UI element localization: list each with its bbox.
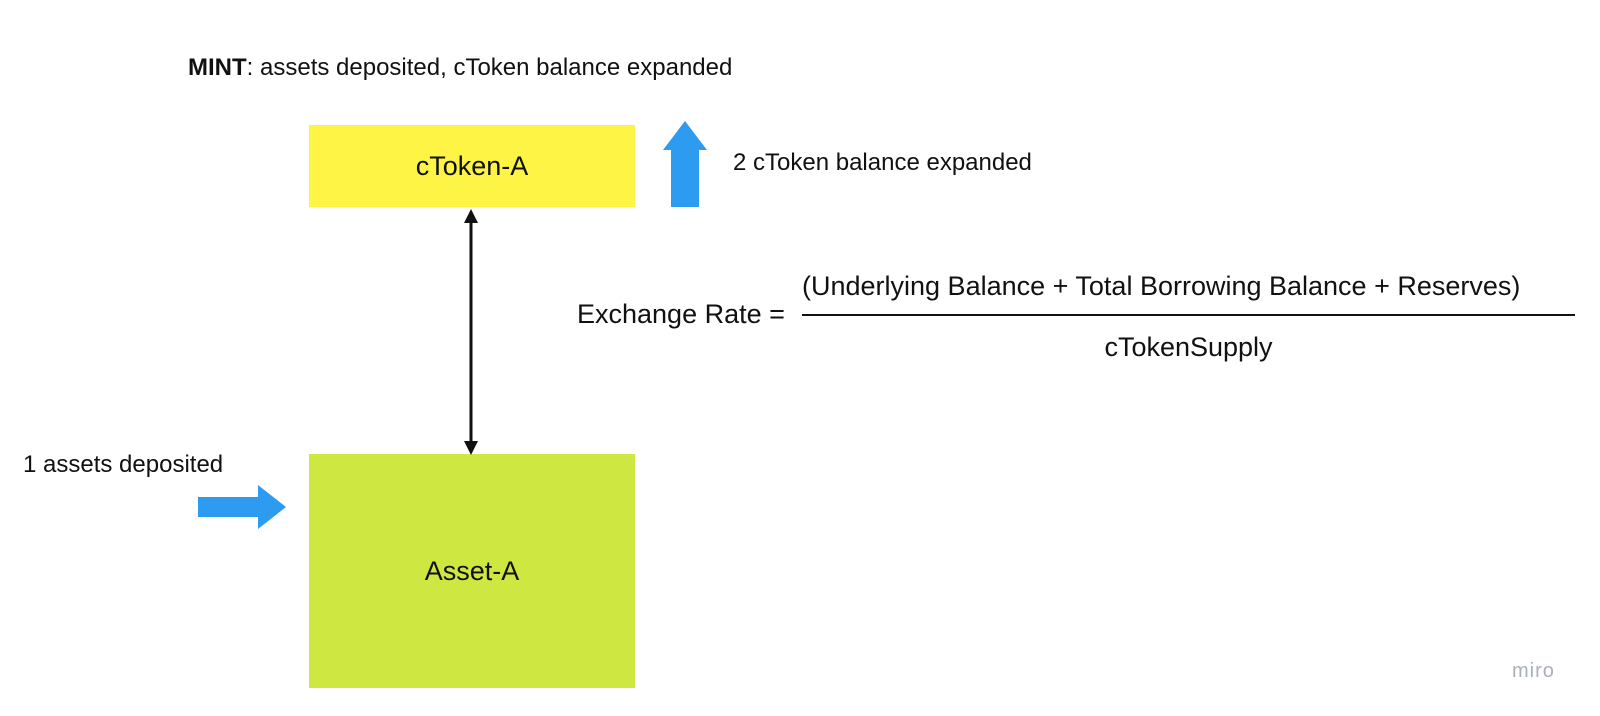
ctoken-box: cToken-A [309, 125, 635, 207]
title-keyword: MINT [188, 54, 247, 81]
ctoken-expanded-label: 2 cToken balance expanded [733, 149, 1032, 176]
formula-lhs: Exchange Rate = [577, 299, 785, 329]
asset-box: Asset-A [309, 454, 635, 688]
assets-deposited-label: 1 assets deposited [23, 451, 224, 478]
connector-arrowhead-top-icon [464, 209, 478, 223]
right-arrow-icon [198, 485, 286, 529]
title-description: : assets deposited, cToken balance expan… [246, 54, 733, 81]
connector-arrowhead-bottom-icon [464, 441, 478, 455]
miro-watermark: miro [1512, 660, 1555, 682]
formula-denominator: cTokenSupply [1104, 332, 1273, 362]
up-arrow-icon [663, 121, 707, 207]
asset-box-label: Asset-A [424, 555, 520, 586]
formula-numerator: (Underlying Balance + Total Borrowing Ba… [802, 271, 1521, 301]
ctoken-box-label: cToken-A [415, 150, 529, 181]
formula-fraction-bar [802, 314, 1575, 316]
diagram-title: MINT: assets deposited, cToken balance e… [188, 52, 732, 84]
